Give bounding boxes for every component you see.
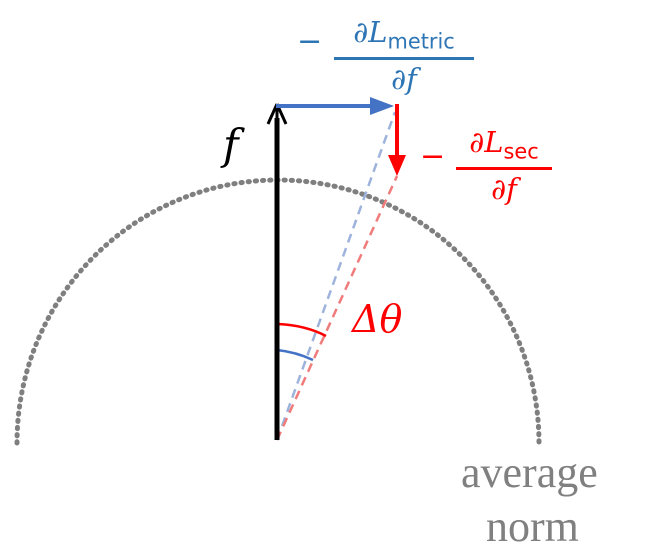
average-norm-label-line2: norm	[486, 502, 579, 551]
sec-gradient-sign: −	[420, 139, 446, 174]
arrow-right-icon	[276, 97, 394, 115]
sec-direction-dashed-line	[275, 175, 399, 441]
metric-direction-dashed-line	[275, 111, 397, 441]
arrow-up-icon	[266, 103, 288, 440]
sec-gradient-denominator: ∂f	[491, 171, 517, 206]
feature-label: f	[223, 120, 239, 169]
sec-gradient-numerator: ∂Lsec	[469, 125, 539, 164]
metric-gradient-fraction: ∂Lmetric ∂f	[334, 18, 474, 94]
metric-gradient-denominator: ∂f	[391, 61, 417, 96]
sec-gradient-fraction: ∂Lsec ∂f	[456, 128, 552, 204]
arrow-down-icon	[388, 104, 406, 176]
delta-theta-label: Δθ	[352, 297, 403, 341]
sec-subscript: sec	[503, 139, 539, 164]
metric-gradient-sign: −	[297, 24, 323, 59]
metric-gradient-numerator: ∂Lmetric	[353, 15, 455, 54]
angle-arc-metric	[276, 348, 314, 362]
metric-subscript: metric	[387, 29, 455, 54]
sec-fraction-bar	[456, 166, 552, 170]
metric-fraction-bar	[334, 56, 474, 60]
angle-arc-sec	[276, 322, 327, 338]
average-norm-label-line1: average	[461, 448, 598, 497]
